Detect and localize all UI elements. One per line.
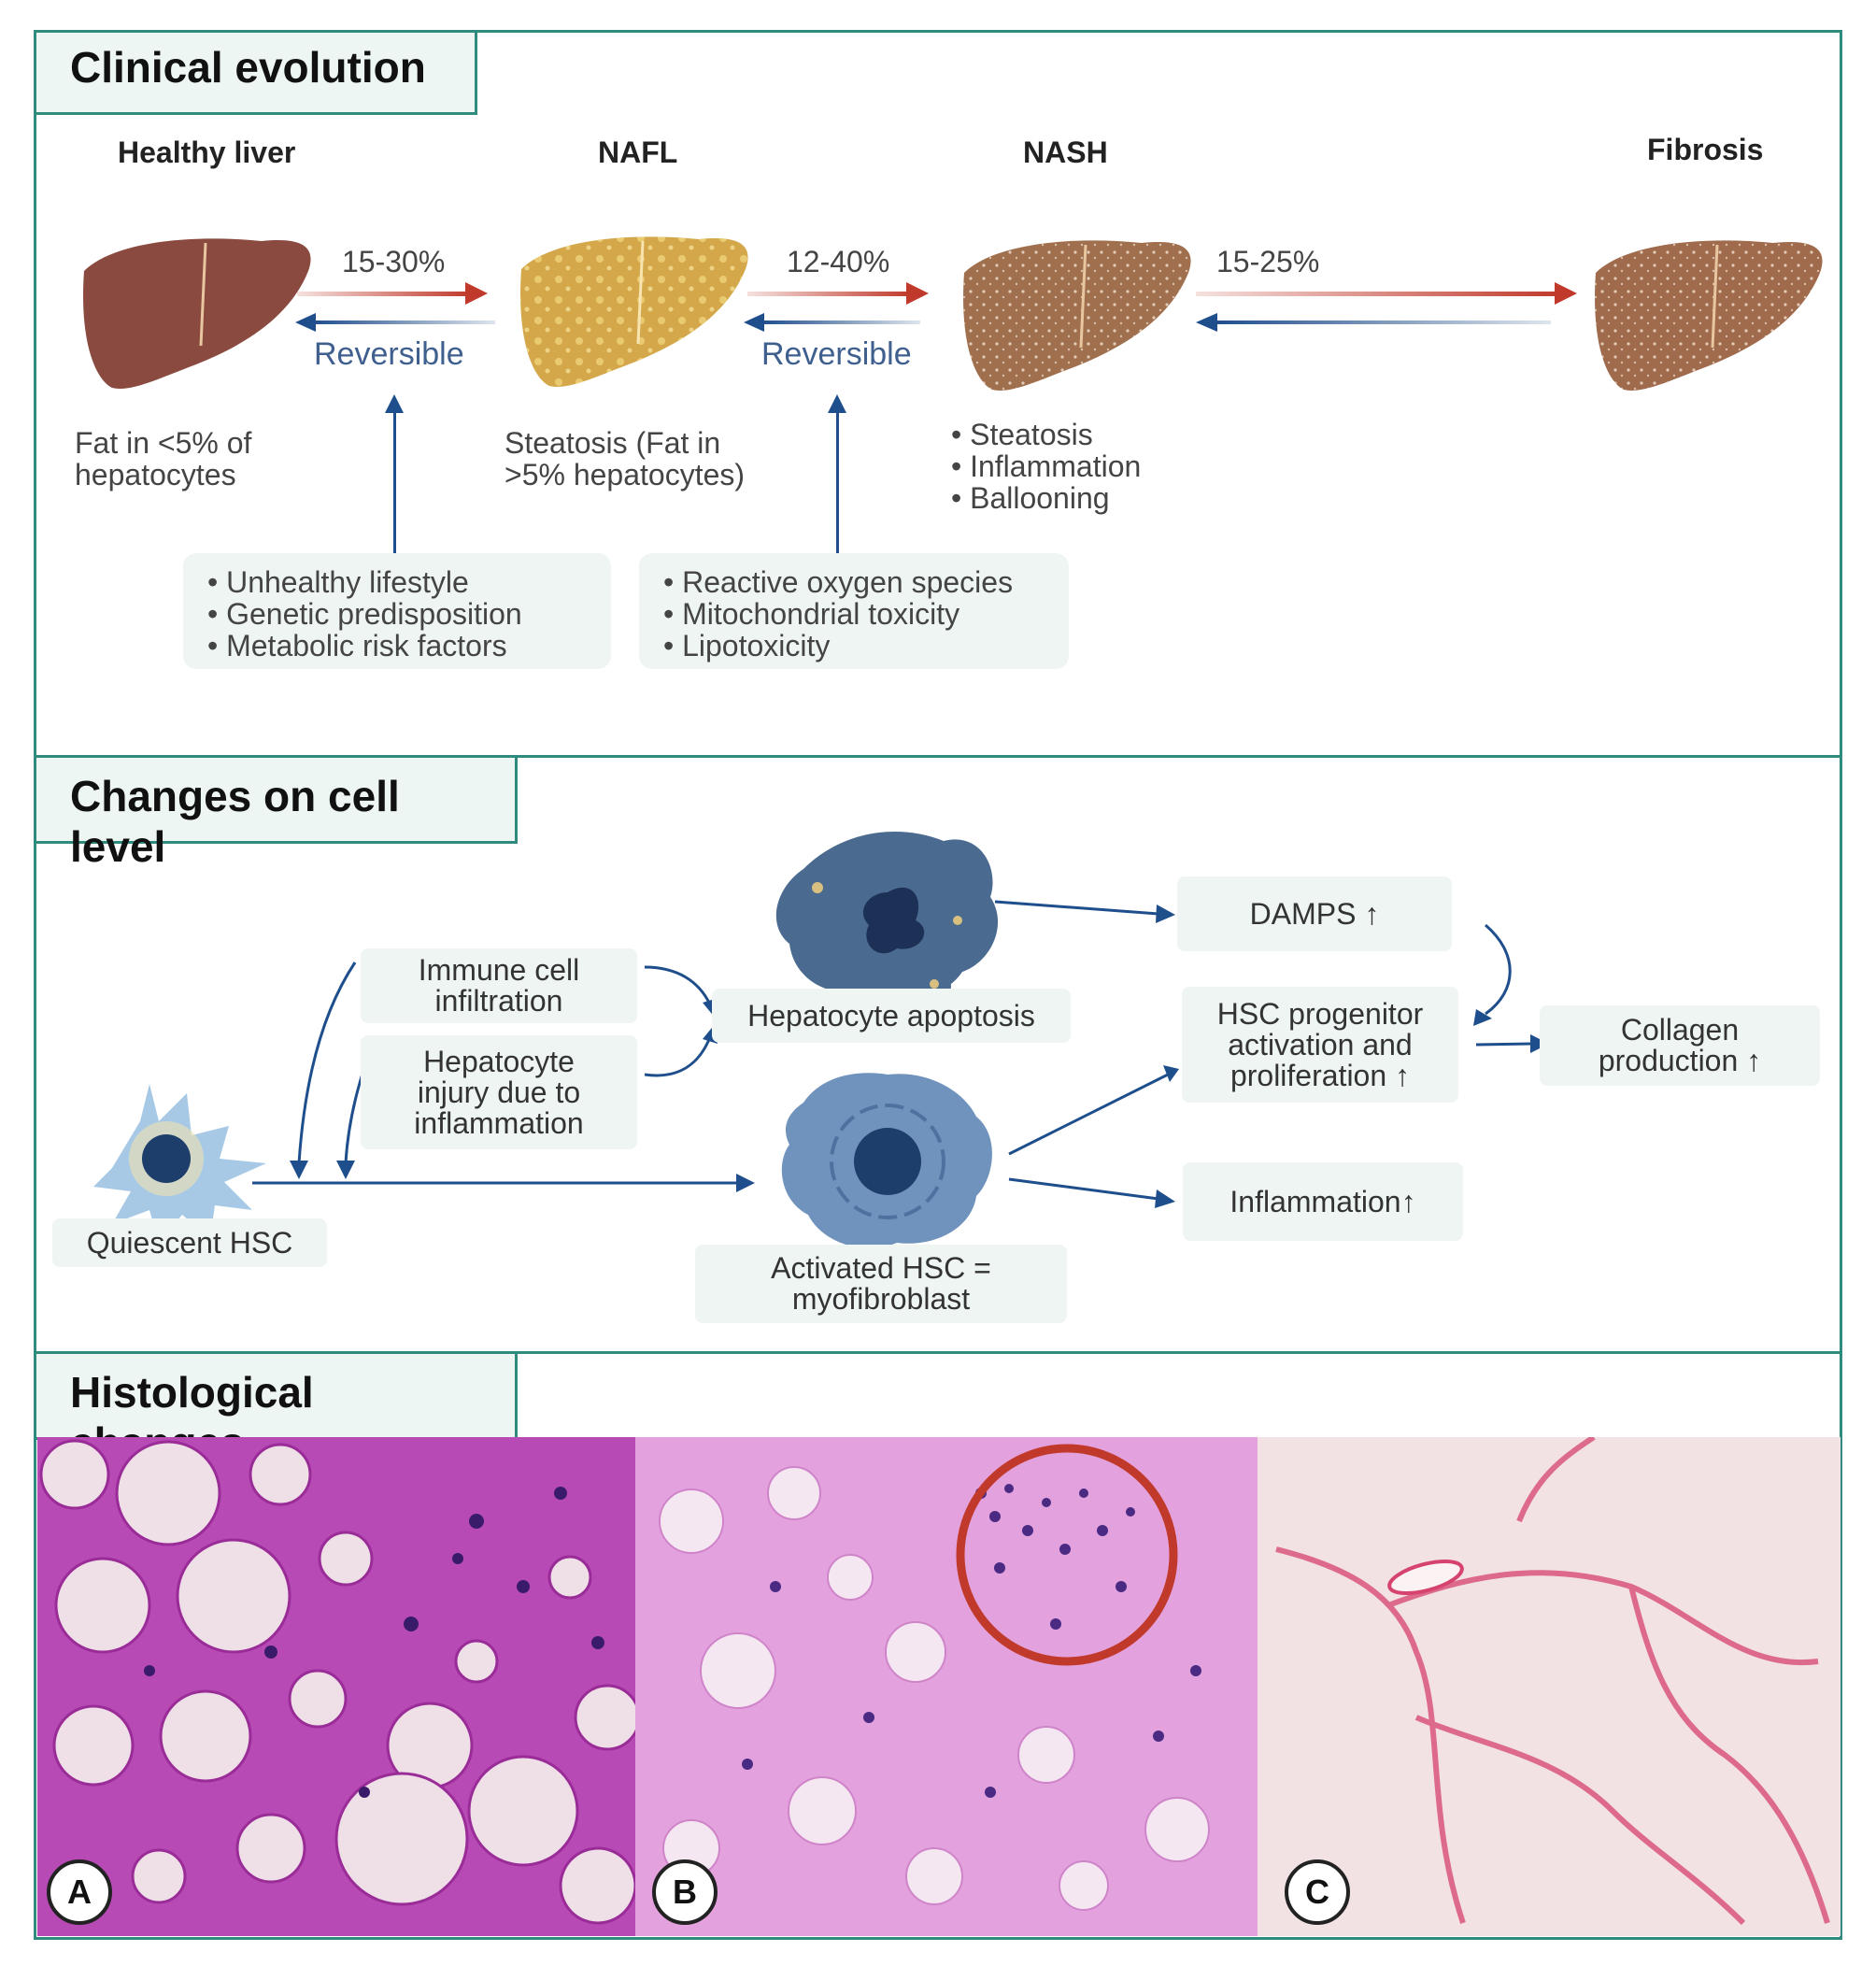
quiescent-hsc-label: Quiescent HSC xyxy=(52,1218,327,1267)
pct-healthy-to-nafl: 15-30% xyxy=(342,245,446,278)
inflammation-box: Inflammation↑ xyxy=(1183,1162,1463,1241)
histology-image-b xyxy=(635,1437,1258,1936)
damps-box: DAMPS ↑ xyxy=(1177,876,1452,951)
reversible-label-1: Reversible xyxy=(314,336,464,372)
histology-image-a xyxy=(37,1437,635,1936)
histology-label-a: A xyxy=(47,1859,112,1925)
histology-label-c: C xyxy=(1285,1859,1350,1925)
inflammation-highlight-circle xyxy=(956,1444,1178,1666)
histology-image-c xyxy=(1258,1437,1840,1936)
hepatocyte-apoptosis-box: Hepatocyte apoptosis xyxy=(712,989,1071,1043)
stage-healthy-liver: Healthy liver xyxy=(118,135,296,169)
cell-level-title: Changes on cell level xyxy=(36,758,518,871)
stage-nash: NASH xyxy=(1023,135,1108,169)
clinical-evolution-title: Clinical evolution xyxy=(36,33,477,115)
stage-nafl: NAFL xyxy=(598,135,678,169)
reversible-label-2: Reversible xyxy=(761,336,912,372)
activated-hsc-label: Activated HSC =myofibroblast xyxy=(695,1245,1067,1323)
histological-title: Histological changes xyxy=(36,1354,518,1467)
pct-nafl-to-nash: 12-40% xyxy=(787,245,890,278)
pct-nash-to-fibrosis: 15-25% xyxy=(1216,245,1320,278)
desc-nash: • Steatosis• Inflammation• Ballooning xyxy=(951,418,1142,515)
stage-fibrosis: Fibrosis xyxy=(1647,133,1764,166)
risk-factors-box: • Unhealthy lifestyle• Genetic predispos… xyxy=(183,553,611,669)
histology-label-b: B xyxy=(652,1859,718,1925)
progression-factors-box: • Reactive oxygen species• Mitochondrial… xyxy=(639,553,1069,669)
desc-nafl: Steatosis (Fat in>5% hepatocytes) xyxy=(505,426,746,491)
